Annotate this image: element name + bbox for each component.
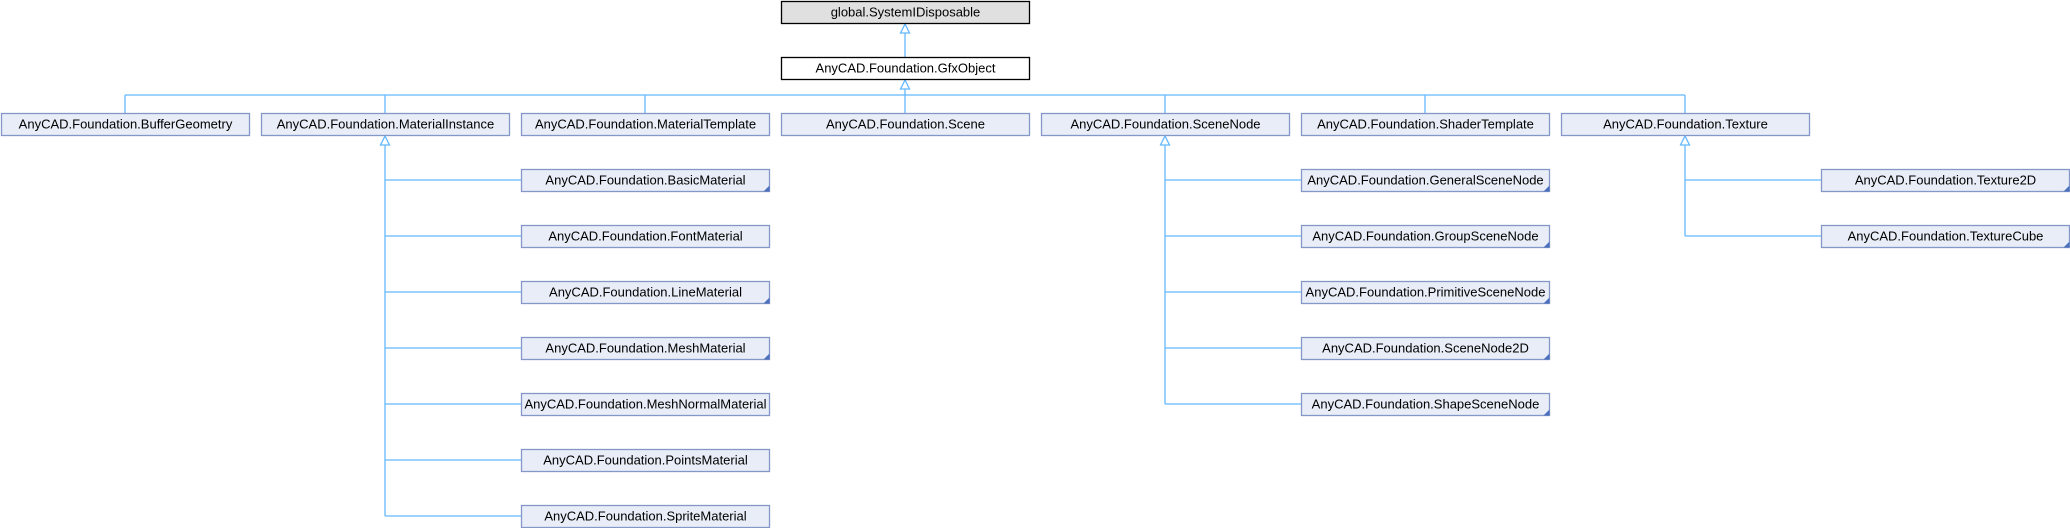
class-node-label: AnyCAD.Foundation.GroupSceneNode [1312,229,1538,244]
class-node-label: AnyCAD.Foundation.MaterialInstance [277,117,495,132]
class-node-box [520,392,771,417]
inheritance-arrowhead [379,134,391,146]
class-node-meshmaterial[interactable]: AnyCAD.Foundation.MeshMaterial [520,336,771,361]
class-node-box [520,336,771,361]
class-node-box [1300,336,1551,361]
class-node-label: AnyCAD.Foundation.SceneNode [1070,117,1260,132]
class-node-box [780,56,1031,81]
class-node-label: AnyCAD.Foundation.BufferGeometry [19,117,233,132]
class-node-generalscenenode[interactable]: AnyCAD.Foundation.GeneralSceneNode [1300,168,1551,193]
inheritance-arrowhead [1679,134,1691,146]
class-node-primitivescenenode[interactable]: AnyCAD.Foundation.PrimitiveSceneNode [1300,280,1551,305]
class-node-box [520,280,771,305]
class-node-box [1300,280,1551,305]
class-node-label: AnyCAD.Foundation.PrimitiveSceneNode [1306,285,1546,300]
class-node-label: AnyCAD.Foundation.SceneNode2D [1322,341,1529,356]
inheritance-arrowhead [899,78,911,90]
class-node-label: AnyCAD.Foundation.ShapeSceneNode [1312,397,1540,412]
class-node-label: AnyCAD.Foundation.SpriteMaterial [544,509,746,524]
class-node-shadertemplate[interactable]: AnyCAD.Foundation.ShaderTemplate [1300,112,1551,137]
class-node-label: AnyCAD.Foundation.BasicMaterial [545,173,745,188]
inheritance-arrowhead [899,22,911,34]
more-children-marker [1543,353,1550,360]
class-node-shapescenenode[interactable]: AnyCAD.Foundation.ShapeSceneNode [1300,392,1551,417]
more-children-marker [1543,185,1550,192]
class-node-box [780,0,1031,25]
class-node-texturecube[interactable]: AnyCAD.Foundation.TextureCube [1820,224,2070,249]
class-node-label: AnyCAD.Foundation.PointsMaterial [543,453,748,468]
class-node-scenenode[interactable]: AnyCAD.Foundation.SceneNode [1040,112,1291,137]
class-node-label: AnyCAD.Foundation.GeneralSceneNode [1307,173,1543,188]
class-node-label: AnyCAD.Foundation.FontMaterial [548,229,742,244]
class-node-box [780,112,1031,137]
class-node-materialtemplate[interactable]: AnyCAD.Foundation.MaterialTemplate [520,112,771,137]
class-node-box [520,112,771,137]
class-node-texture2d[interactable]: AnyCAD.Foundation.Texture2D [1820,168,2070,193]
class-node-box [260,112,511,137]
class-node-label: global.SystemIDisposable [831,5,981,20]
more-children-marker [1543,241,1550,248]
class-node-box [1300,392,1551,417]
more-children-marker [2063,241,2070,248]
class-node-box [1560,112,1811,137]
more-children-marker [763,185,770,192]
class-node-spritematerial[interactable]: AnyCAD.Foundation.SpriteMaterial [520,504,771,528]
more-children-marker [1543,297,1550,304]
class-node-meshnormalmaterial[interactable]: AnyCAD.Foundation.MeshNormalMaterial [520,392,771,417]
class-node-texture[interactable]: AnyCAD.Foundation.Texture [1560,112,1811,137]
class-node-box [1300,168,1551,193]
more-children-marker [763,297,770,304]
class-node-box [520,224,771,249]
more-children-marker [1543,409,1550,416]
class-node-label: AnyCAD.Foundation.MaterialTemplate [535,117,756,132]
class-node-label: AnyCAD.Foundation.MeshMaterial [545,341,745,356]
class-node-label: AnyCAD.Foundation.TextureCube [1848,229,2044,244]
class-node-fontmaterial[interactable]: AnyCAD.Foundation.FontMaterial [520,224,771,249]
class-node-label: AnyCAD.Foundation.Texture [1603,117,1768,132]
class-node-pointsmaterial[interactable]: AnyCAD.Foundation.PointsMaterial [520,448,771,473]
class-node-scene[interactable]: AnyCAD.Foundation.Scene [780,112,1031,137]
class-node-label: AnyCAD.Foundation.MeshNormalMaterial [524,397,766,412]
more-children-marker [763,353,770,360]
class-node-label: AnyCAD.Foundation.Texture2D [1855,173,2036,188]
inheritance-arrowhead [1159,134,1171,146]
class-node-box [1040,112,1291,137]
inheritance-edges [124,22,1821,517]
class-node-groupscenenode[interactable]: AnyCAD.Foundation.GroupSceneNode [1300,224,1551,249]
class-node-label: AnyCAD.Foundation.GfxObject [816,61,996,76]
class-node-basicmaterial[interactable]: AnyCAD.Foundation.BasicMaterial [520,168,771,193]
class-node-gfxobject[interactable]: AnyCAD.Foundation.GfxObject [780,56,1031,81]
class-node-box [520,168,771,193]
class-node-box [520,448,771,473]
class-node-label: AnyCAD.Foundation.Scene [826,117,985,132]
class-node-label: AnyCAD.Foundation.LineMaterial [549,285,742,300]
class-node-scenenode2d[interactable]: AnyCAD.Foundation.SceneNode2D [1300,336,1551,361]
class-node-label: AnyCAD.Foundation.ShaderTemplate [1317,117,1534,132]
class-node-idisposable: global.SystemIDisposable [780,0,1031,25]
class-node-box [1300,224,1551,249]
class-node-buffergeometry[interactable]: AnyCAD.Foundation.BufferGeometry [0,112,251,137]
class-node-box [1300,112,1551,137]
class-node-linematerial[interactable]: AnyCAD.Foundation.LineMaterial [520,280,771,305]
class-node-materialinstance[interactable]: AnyCAD.Foundation.MaterialInstance [260,112,511,137]
more-children-marker [2063,185,2070,192]
class-node-box [0,112,251,137]
